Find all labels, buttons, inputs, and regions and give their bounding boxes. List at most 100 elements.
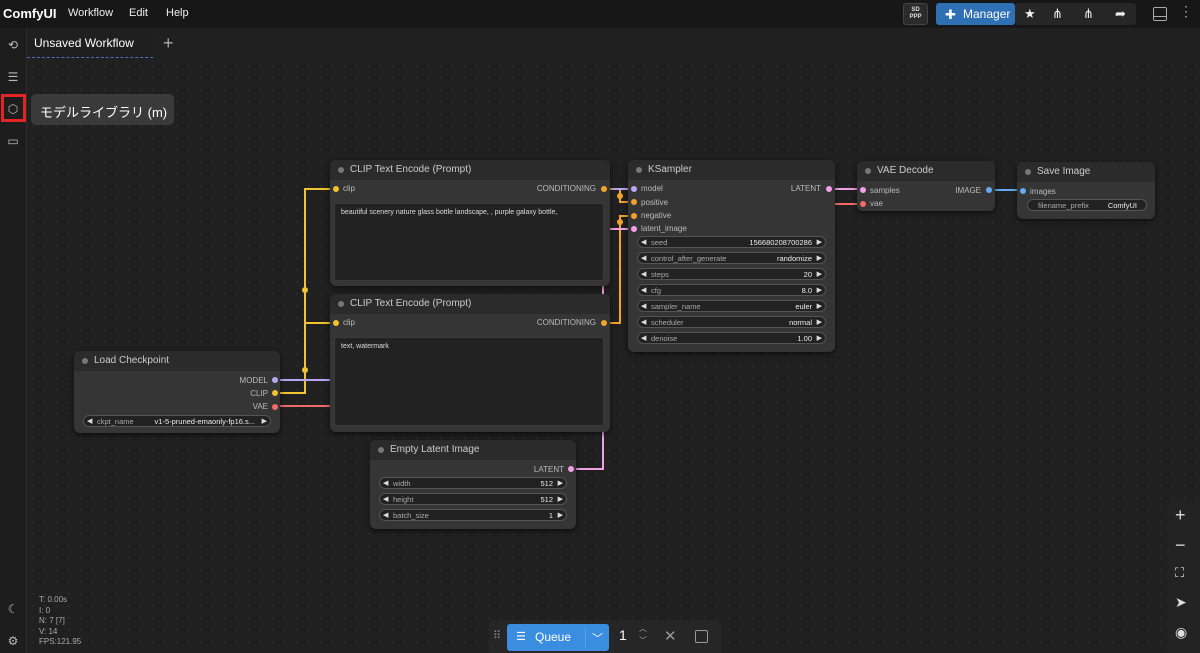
prompt-textarea[interactable]: text, watermark xyxy=(334,337,604,426)
zoom-in-icon[interactable]: + xyxy=(1175,505,1186,525)
decrement-arrow-icon[interactable]: ◀ xyxy=(383,512,389,519)
increment-arrow-icon[interactable]: ▶ xyxy=(816,335,822,342)
prompt-textarea[interactable]: beautiful scenery nature glass bottle la… xyxy=(334,203,604,281)
history-icon[interactable]: ⟲ xyxy=(7,38,19,52)
decrement-arrow-icon[interactable]: ◀ xyxy=(641,335,647,342)
fit-view-icon[interactable]: ⛶ xyxy=(1175,565,1185,580)
more-icon[interactable]: ⋮ xyxy=(1179,3,1193,19)
input-slot-vae[interactable] xyxy=(860,201,866,207)
select-mode-icon[interactable]: ➤ xyxy=(1175,594,1187,610)
increment-arrow-icon[interactable]: ▶ xyxy=(816,303,822,310)
increment-arrow-icon[interactable]: ▶ xyxy=(557,496,563,503)
increment-arrow-icon[interactable]: ▶ xyxy=(261,418,267,425)
star-icon[interactable]: ★ xyxy=(1024,6,1036,21)
menu-workflow[interactable]: Workflow xyxy=(68,7,114,19)
share-icon[interactable]: ➦ xyxy=(1115,6,1126,21)
manager-button[interactable]: ✚ Manager xyxy=(936,3,1015,25)
input-slot-samples[interactable] xyxy=(860,187,866,193)
input-slot-model[interactable] xyxy=(631,186,637,192)
node-clip-text-encode-negative[interactable]: CLIP Text Encode (Prompt) clip CONDITION… xyxy=(330,294,610,432)
tab-unsaved-workflow[interactable]: Unsaved Workflow xyxy=(27,30,153,58)
input-slot-positive[interactable] xyxy=(631,199,637,205)
decrement-arrow-icon[interactable]: ◀ xyxy=(383,480,389,487)
drag-handle-icon[interactable]: ⠿ xyxy=(493,630,502,642)
collapse-dot-icon[interactable] xyxy=(636,167,642,173)
output-slot-conditioning[interactable] xyxy=(601,320,607,326)
input-slot-latent-image[interactable] xyxy=(631,226,637,232)
model-library-icon[interactable]: ⬡ xyxy=(7,102,19,116)
nodes-icon[interactable]: ⋔ xyxy=(1052,6,1063,21)
collapse-dot-icon[interactable] xyxy=(338,301,344,307)
folder-icon[interactable]: ▭ xyxy=(7,134,19,148)
node-save-image[interactable]: Save Image images filename_prefix ComfyU… xyxy=(1017,162,1155,219)
output-slot-clip[interactable] xyxy=(272,390,278,396)
increment-arrow-icon[interactable]: ▶ xyxy=(816,255,822,262)
batch-stepper-icon[interactable]: ︿﹀ xyxy=(639,624,647,645)
increment-arrow-icon[interactable]: ▶ xyxy=(816,319,822,326)
decrement-arrow-icon[interactable]: ◀ xyxy=(641,319,647,326)
ckpt-name-widget[interactable]: ◀ ckpt_name v1-5-pruned-emaonly-fp16.s..… xyxy=(83,415,271,427)
node-clip-text-encode-positive[interactable]: CLIP Text Encode (Prompt) clip CONDITION… xyxy=(330,160,610,286)
menu-edit[interactable]: Edit xyxy=(129,7,148,19)
output-slot-conditioning[interactable] xyxy=(601,186,607,192)
link-midpoint-dot[interactable] xyxy=(617,193,623,199)
increment-arrow-icon[interactable]: ▶ xyxy=(816,287,822,294)
batch-count-input[interactable]: 1 xyxy=(619,627,627,643)
input-slot-clip[interactable] xyxy=(333,186,339,192)
collapse-dot-icon[interactable] xyxy=(378,447,384,453)
decrement-arrow-icon[interactable]: ◀ xyxy=(641,303,647,310)
queue-dropdown-icon[interactable]: ﹀ xyxy=(585,628,609,647)
increment-arrow-icon[interactable]: ▶ xyxy=(557,512,563,519)
link-midpoint-dot[interactable] xyxy=(302,287,308,293)
collapse-dot-icon[interactable] xyxy=(1025,169,1031,175)
input-slot-images[interactable] xyxy=(1020,188,1026,194)
link-midpoint-dot[interactable] xyxy=(617,219,623,225)
output-slot-vae[interactable] xyxy=(272,404,278,410)
decrement-arrow-icon[interactable]: ◀ xyxy=(87,418,93,425)
output-slot-model[interactable] xyxy=(272,377,278,383)
increment-arrow-icon[interactable]: ▶ xyxy=(816,239,822,246)
increment-arrow-icon[interactable]: ▶ xyxy=(557,480,563,487)
graph-canvas[interactable] xyxy=(27,60,1200,653)
output-slot-image[interactable] xyxy=(986,187,992,193)
collapse-dot-icon[interactable] xyxy=(82,358,88,364)
input-slot-clip[interactable] xyxy=(333,320,339,326)
node-load-checkpoint[interactable]: Load Checkpoint MODEL CLIP VAE ◀ ckpt_na… xyxy=(74,351,280,433)
cancel-queue-icon[interactable]: ✕ xyxy=(664,628,677,645)
theme-moon-icon[interactable]: ☾ xyxy=(7,602,19,616)
increment-arrow-icon[interactable]: ▶ xyxy=(816,271,822,278)
output-slot-latent[interactable] xyxy=(568,466,574,472)
collapse-dot-icon[interactable] xyxy=(865,168,871,174)
bottom-panel-icon[interactable] xyxy=(1153,7,1167,21)
collapse-dot-icon[interactable] xyxy=(338,167,344,173)
add-tab-icon[interactable]: + xyxy=(163,33,174,53)
sdppp-button[interactable]: SD PPP xyxy=(903,3,928,25)
stop-icon[interactable] xyxy=(695,630,708,643)
input-slot-negative[interactable] xyxy=(631,213,637,219)
settings-gear-icon[interactable]: ⚙ xyxy=(7,634,19,648)
queue-button[interactable]: ☰ Queue ﹀ xyxy=(507,624,609,651)
queue-list-icon[interactable]: ☰ xyxy=(7,70,19,84)
node-ksampler[interactable]: KSampler model positive negative latent_… xyxy=(628,160,835,352)
zoom-out-icon[interactable]: − xyxy=(1175,535,1186,555)
decrement-arrow-icon[interactable]: ◀ xyxy=(641,239,647,246)
decrement-arrow-icon[interactable]: ◀ xyxy=(383,496,389,503)
node-vae-decode[interactable]: VAE Decode samples vae IMAGE xyxy=(857,161,995,211)
link-midpoint-dot[interactable] xyxy=(302,367,308,373)
nodes-alt-icon[interactable]: ⋔ xyxy=(1083,6,1094,21)
decrement-arrow-icon[interactable]: ◀ xyxy=(641,255,647,262)
output-slot-latent[interactable] xyxy=(826,186,832,192)
decrement-arrow-icon[interactable]: ◀ xyxy=(641,287,647,294)
menu-help[interactable]: Help xyxy=(166,7,189,19)
